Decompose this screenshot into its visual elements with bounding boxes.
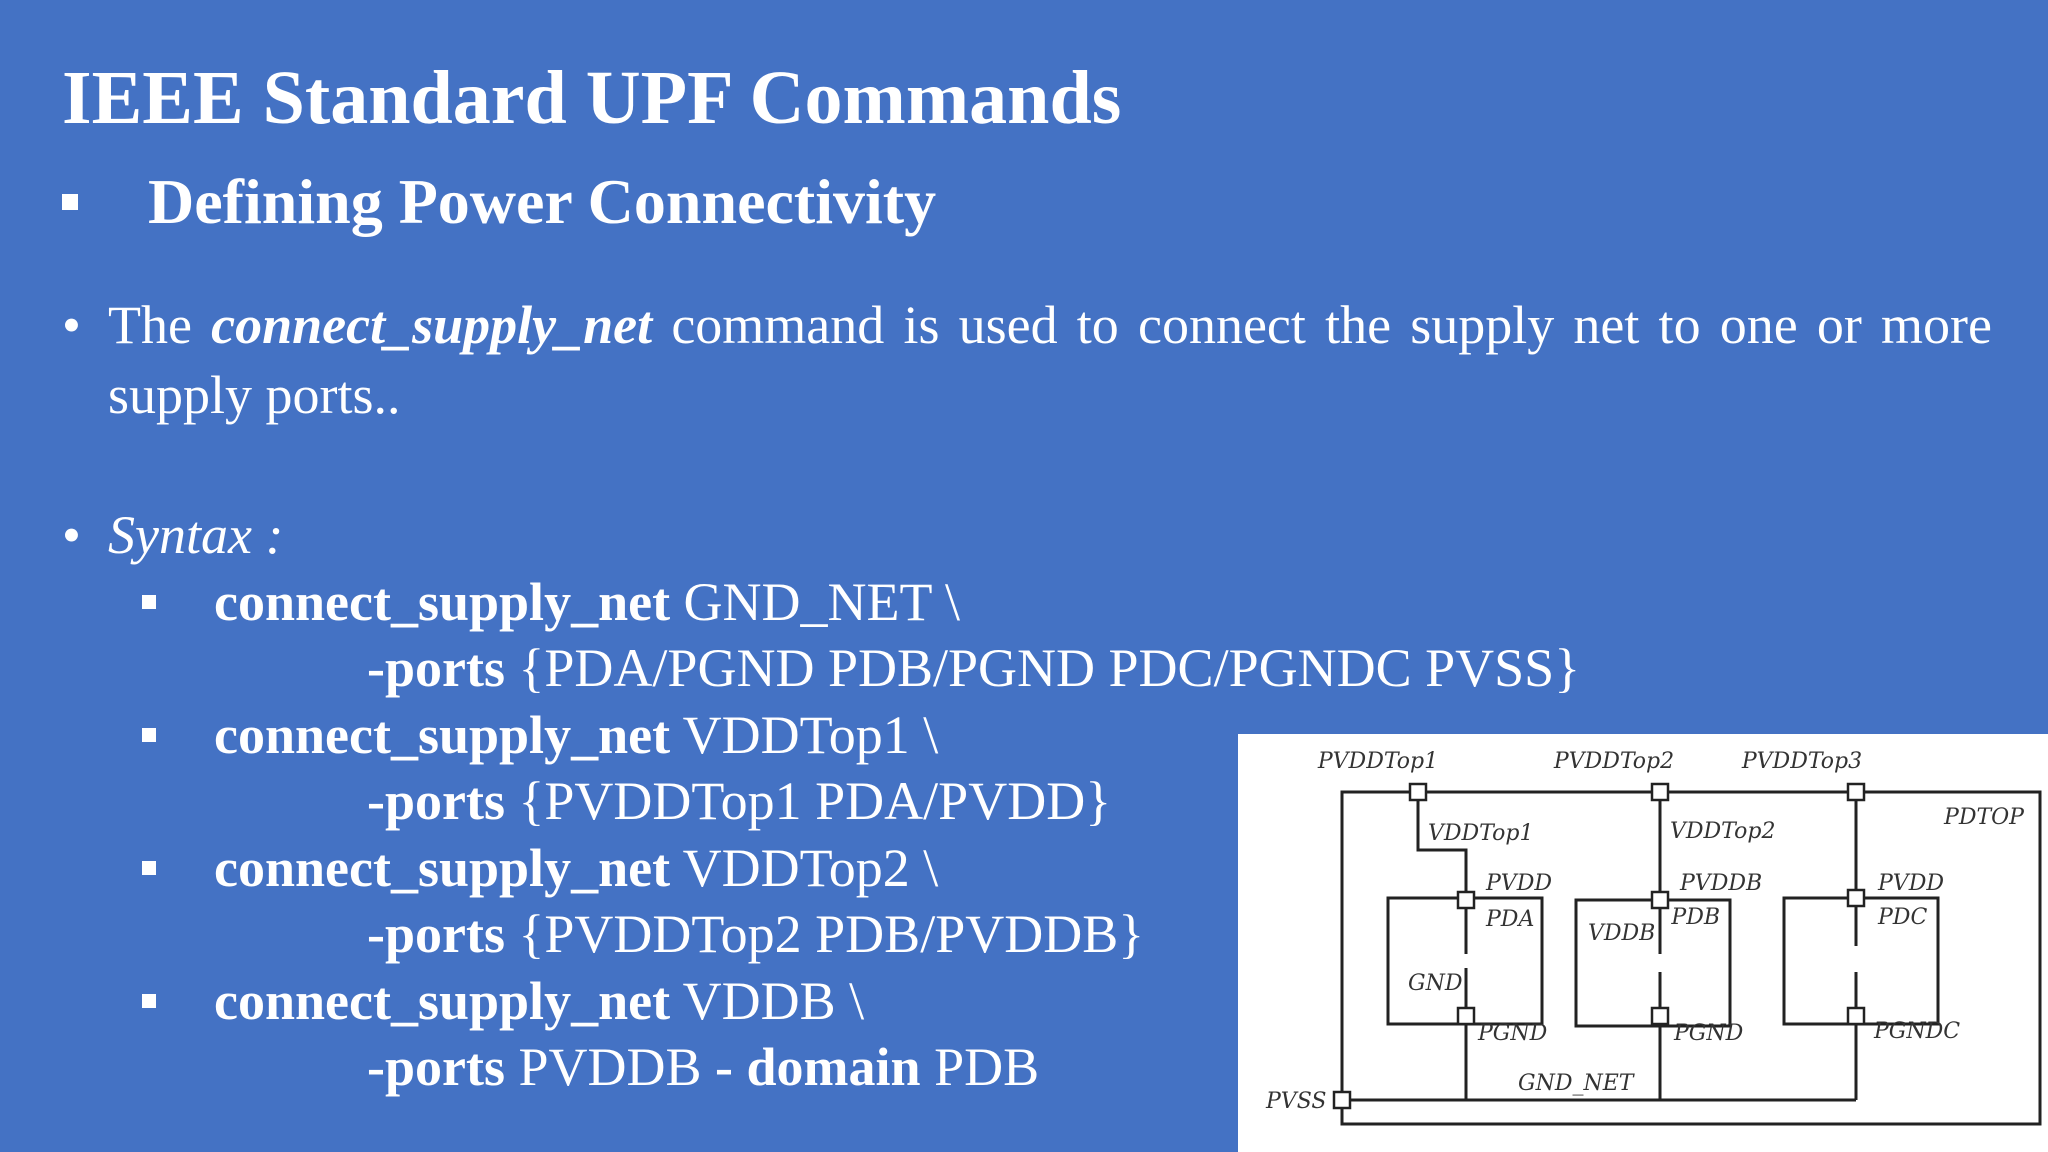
vddtop1-net xyxy=(1416,792,1468,900)
pdtop-box xyxy=(1340,790,2042,1126)
port-pdc-pgndc xyxy=(1846,1006,1866,1026)
label-vddb: VDDB xyxy=(1588,921,1655,946)
square-bullet-icon xyxy=(142,595,156,609)
label-pdc: PDC xyxy=(1877,905,1927,930)
section-heading-text: Defining Power Connectivity xyxy=(148,166,937,237)
command-item: connect_supply_net VDDTop1 \ -ports {PVD… xyxy=(142,702,1111,834)
label-gnd-net: GND_NET xyxy=(1518,1071,1636,1096)
ports-list: {PVDDTop2 PDB/PVDDB} xyxy=(504,904,1145,964)
square-bullet-icon xyxy=(62,194,78,210)
port-pdc-pvdd xyxy=(1846,888,1866,908)
port-pvss xyxy=(1332,1090,1352,1110)
command-item: connect_supply_net GND_NET \ -ports {PDA… xyxy=(142,569,1580,701)
label-pda-pvdd: PVDD xyxy=(1485,871,1552,896)
label-pvss: PVSS xyxy=(1265,1089,1326,1114)
command-keyword: connect_supply_net xyxy=(214,971,671,1031)
command-keyword: connect_supply_net xyxy=(214,838,671,898)
command-item: connect_supply_net VDDTop2 \ -ports {PVD… xyxy=(142,835,1144,967)
diagram-canvas: PVDDTop1 PVDDTop2 PVDDTop3 PDTOP VDDTop1… xyxy=(1265,749,2042,1126)
ports-keyword: -ports xyxy=(367,904,505,964)
domain-keyword: - domain xyxy=(715,1037,921,1097)
ports-keyword: -ports xyxy=(367,1037,505,1097)
bullet-dot-icon: • xyxy=(62,505,81,565)
ports-keyword: -ports xyxy=(367,638,505,698)
ports-list: {PVDDTop1 PDA/PVDD} xyxy=(504,771,1112,831)
port-pdb-pvddb xyxy=(1650,890,1670,910)
label-gnd: GND xyxy=(1408,971,1463,996)
port-pvddtop2 xyxy=(1650,782,1670,802)
label-pdb: PDB xyxy=(1670,905,1720,930)
intro-text: The connect_supply_net command is used t… xyxy=(108,290,1992,430)
label-pdc-pvdd: PVDD xyxy=(1877,871,1944,896)
square-bullet-icon xyxy=(142,994,156,1008)
label-pdtop: PDTOP xyxy=(1943,805,2025,830)
intro-suffix: command is used to connect the supply ne… xyxy=(108,295,1993,425)
label-vddtop1: VDDTop1 xyxy=(1428,821,1533,846)
label-pvddtop2: PVDDTop2 xyxy=(1553,749,1674,774)
label-vddtop2: VDDTop2 xyxy=(1670,819,1775,844)
command-net: GND_NET \ xyxy=(670,572,961,632)
port-pdb-pgnd xyxy=(1650,1006,1670,1026)
syntax-bullet: • Syntax : xyxy=(62,500,283,570)
intro-prefix: The xyxy=(108,295,212,355)
intro-bullet: • The connect_supply_net command is used… xyxy=(62,290,1992,430)
port-pda-pgnd xyxy=(1456,1006,1476,1026)
ports-value: PVDDB xyxy=(504,1037,716,1097)
label-pvddtop3: PVDDTop3 xyxy=(1741,749,1862,774)
label-pdb-pvddb: PVDDB xyxy=(1679,871,1762,896)
label-pda-pgnd: PGND xyxy=(1477,1021,1548,1046)
label-pda: PDA xyxy=(1485,907,1534,932)
syntax-label: Syntax : xyxy=(108,505,284,565)
slide-title: IEEE Standard UPF Commands xyxy=(62,56,1122,140)
command-net: VDDTop1 \ xyxy=(670,705,939,765)
intro-command: connect_supply_net xyxy=(211,295,653,355)
label-pdb-pgnd: PGND xyxy=(1673,1021,1744,1046)
power-connectivity-diagram: PVDDTop1 PVDDTop2 PVDDTop3 PDTOP VDDTop1… xyxy=(1238,734,2048,1152)
command-net: VDDTop2 \ xyxy=(670,838,939,898)
bullet-dot-icon: • xyxy=(62,295,81,355)
command-item: connect_supply_net VDDB \ -ports PVDDB -… xyxy=(142,968,1039,1100)
section-heading: Defining Power Connectivity xyxy=(62,160,936,244)
square-bullet-icon xyxy=(142,728,156,742)
command-keyword: connect_supply_net xyxy=(214,705,671,765)
ports-list: {PDA/PGND PDB/PGND PDC/PGNDC PVSS} xyxy=(504,638,1581,698)
label-pvddtop1: PVDDTop1 xyxy=(1317,749,1438,774)
square-bullet-icon xyxy=(142,861,156,875)
port-pda-pvdd xyxy=(1456,890,1476,910)
ports-keyword: -ports xyxy=(367,771,505,831)
port-pvddtop1 xyxy=(1408,782,1428,802)
domain-value: PDB xyxy=(920,1037,1040,1097)
command-net: VDDB \ xyxy=(670,971,865,1031)
port-pvddtop3 xyxy=(1846,782,1866,802)
label-pdc-pgndc: PGNDC xyxy=(1873,1019,1960,1044)
command-keyword: connect_supply_net xyxy=(214,572,671,632)
